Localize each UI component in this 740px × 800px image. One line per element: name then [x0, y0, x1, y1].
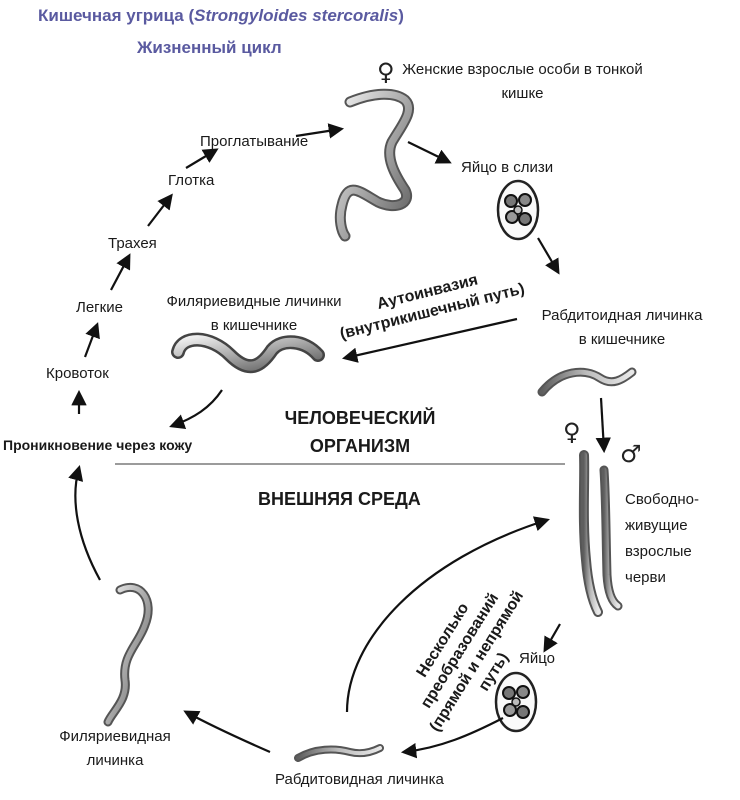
label-egg-in-mucus: Яйцо в слизи [461, 159, 554, 176]
arrow-autoinvasion [341, 317, 518, 363]
label-bloodstream: Кровоток [46, 365, 109, 382]
label-lungs: Легкие [76, 299, 123, 316]
diagram-title-line1: Кишечная угрица (Strongyloides stercoral… [38, 6, 404, 25]
label-pharynx: Глотка [168, 172, 215, 189]
male-symbol-free-living: ♂ [620, 440, 642, 468]
arrow-lungs-to-trachea [110, 253, 131, 291]
arrow-egg-to-rhabditoid [537, 237, 560, 275]
diagram-title-line2: Жизненный цикл [137, 38, 282, 57]
egg-external [494, 671, 538, 733]
free-living-adult-worms [578, 450, 623, 617]
arrow-rhabditoid-to-filariform [183, 710, 271, 754]
arrow-trachea-to-pharynx [147, 193, 173, 227]
arrow-swallowing-to-adults [295, 123, 345, 139]
rhabditoid-larva-intestine [537, 367, 637, 397]
label-egg: Яйцо [519, 650, 555, 667]
arrow-pharynx-to-swallowing [185, 148, 219, 169]
filariform-larva-external [103, 583, 153, 727]
label-trachea: Трахея [108, 235, 157, 252]
arrow-adults-to-egg [407, 141, 452, 164]
arrow-filariform-to-skin [169, 389, 223, 430]
female-symbol-free-living: ♀ [563, 418, 581, 446]
arrow-transformations [345, 516, 550, 713]
zone-host: ЧЕЛОВЕЧЕСКИЙ ОРГАНИЗМ [284, 408, 436, 456]
arrow-rhabditoid-to-free-living [595, 397, 611, 454]
label-rhabditoid-intestine: Рабдитоидная личинка в кишечнике [541, 307, 703, 348]
cycle-arrows [68, 123, 611, 759]
arrow-bloodstream-to-lungs [83, 322, 100, 358]
label-female-adults: Женские взрослые особи в тонкой кишке [402, 61, 643, 102]
label-free-living-adults: Свободно-живущие взрослые черви [625, 491, 699, 586]
label-swallowing: Проглатывание [200, 133, 309, 150]
arrow-free-living-to-egg [543, 623, 561, 653]
egg-in-mucus [496, 179, 540, 241]
arrow-filariform-to-skin-external [68, 465, 101, 581]
arrow-egg-to-rhabditoid-external [400, 717, 504, 759]
rhabditoid-larva-external [294, 744, 384, 762]
label-rhabditoid-larva: Рабдитовидная личинка [275, 771, 444, 788]
female-symbol-top: ♀ [377, 58, 395, 86]
worm-female-adult [334, 88, 415, 242]
zone-external: ВНЕШНЯЯ СРЕДА [258, 489, 421, 509]
label-filariform-larva: Филяриевидная личинка [59, 728, 171, 769]
filariform-larva-intestine [171, 332, 325, 374]
label-filariform-intestine: Филяриевидные личинки в кишечнике [166, 293, 342, 334]
label-skin-penetration: Проникновение через кожу [3, 437, 193, 453]
